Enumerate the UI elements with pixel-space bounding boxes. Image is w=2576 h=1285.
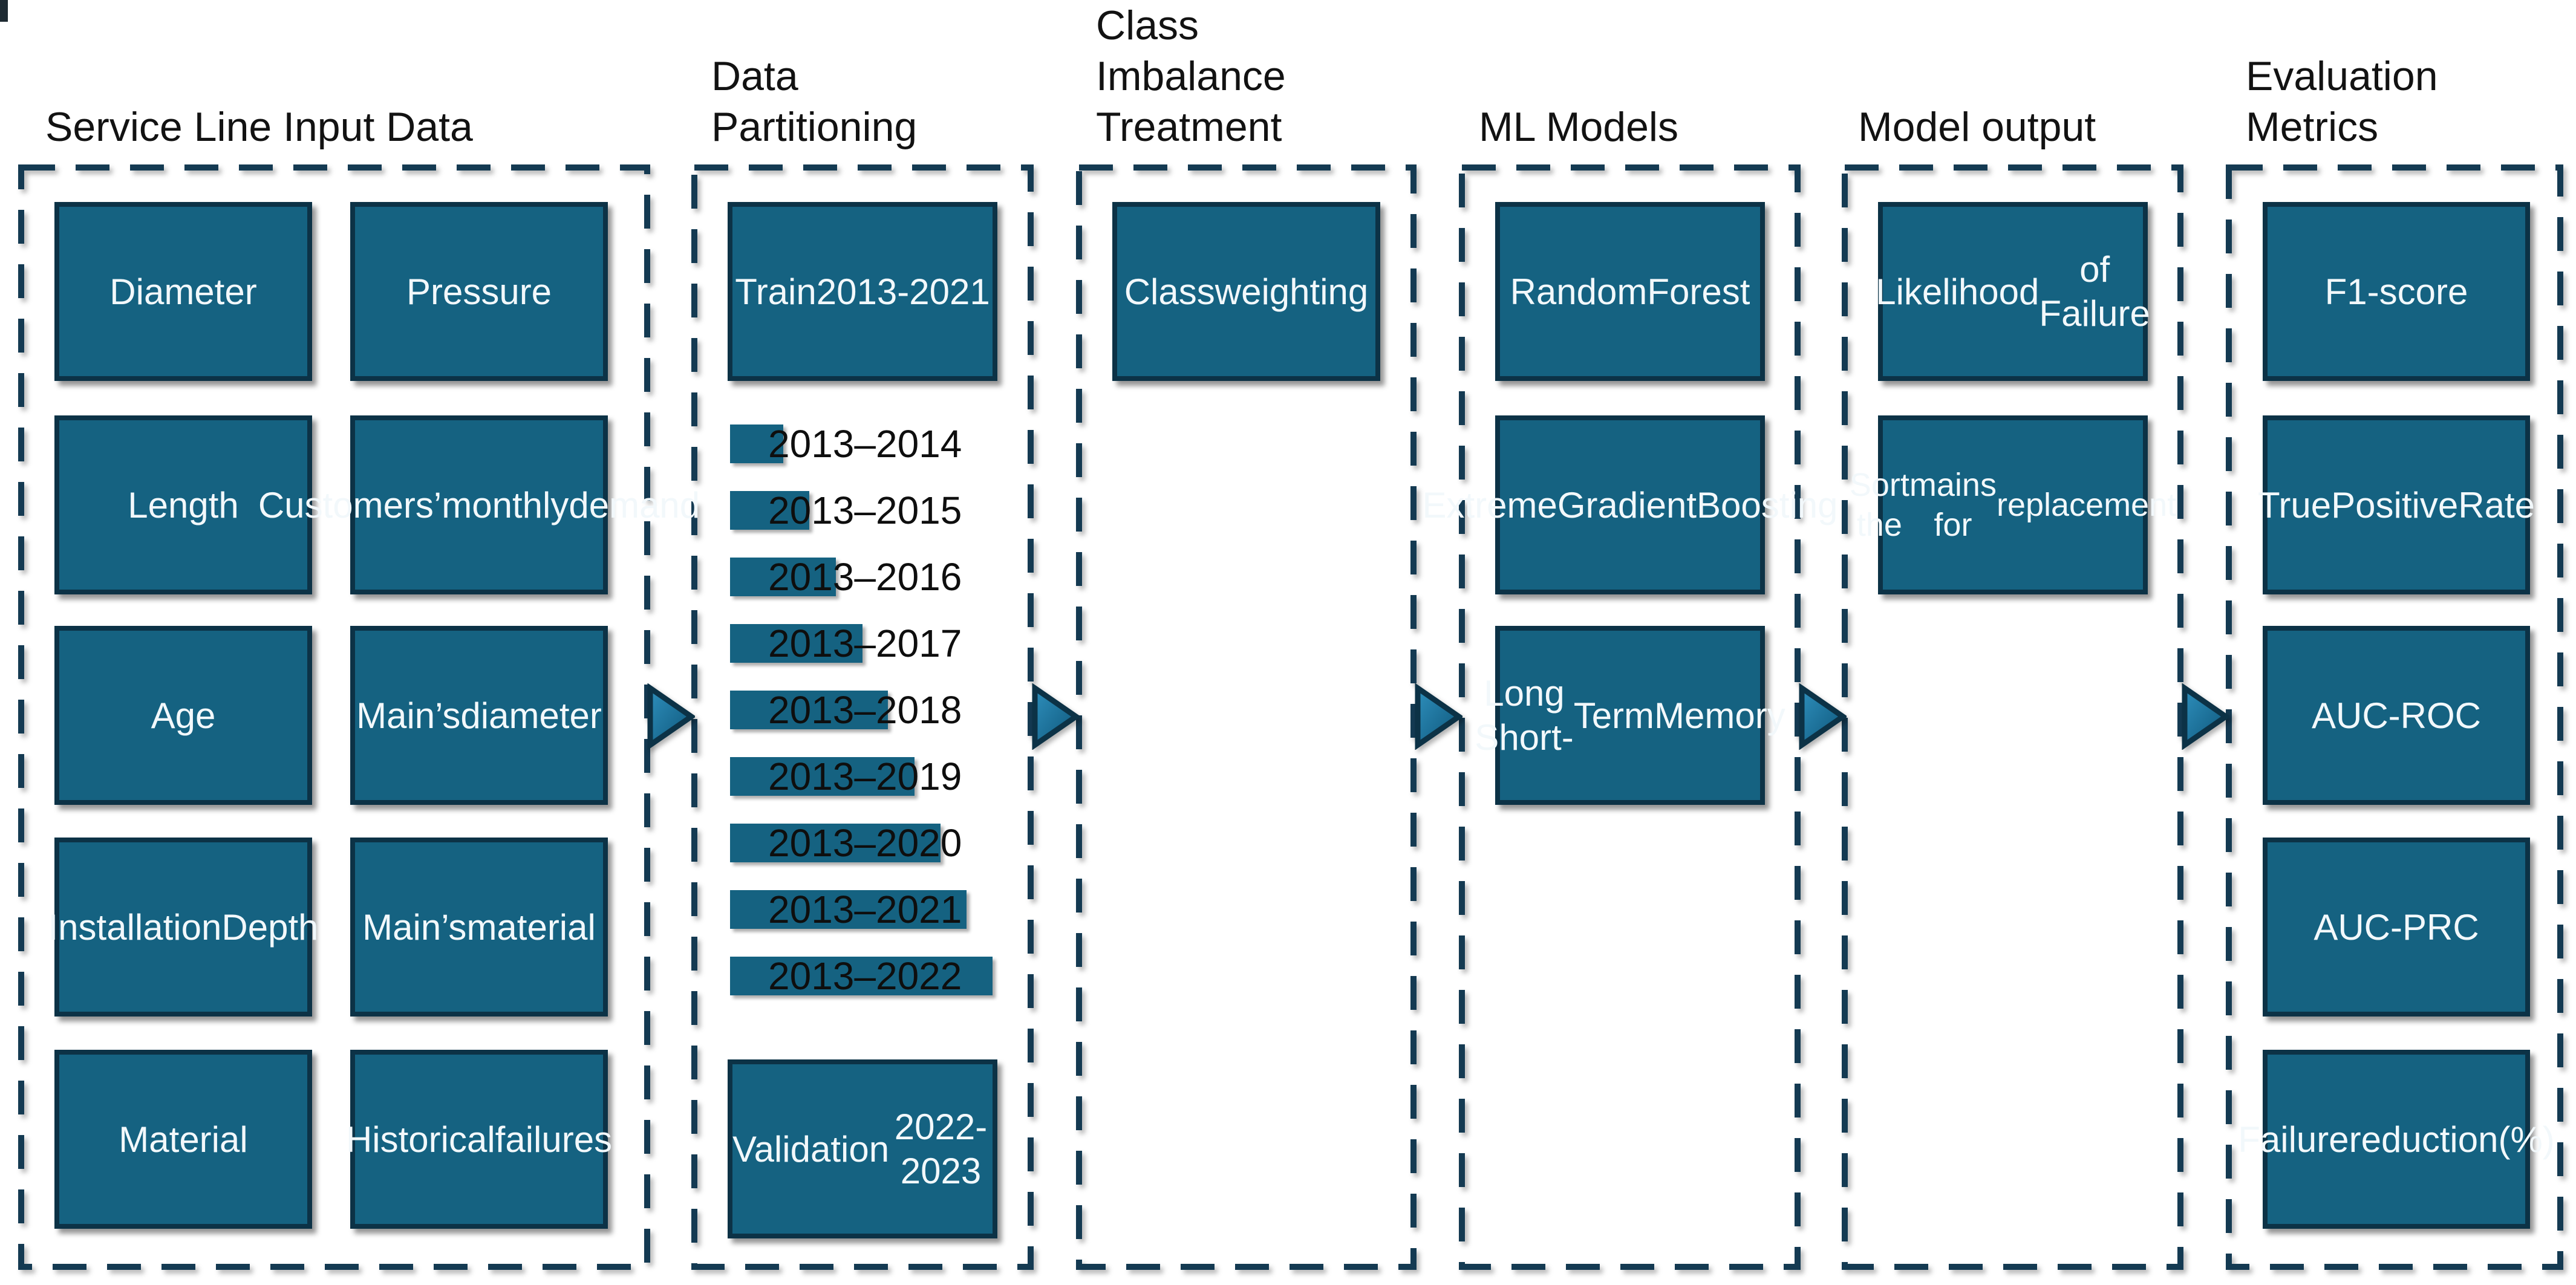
- box-auc-roc: AUC-ROC: [2263, 626, 2530, 805]
- box-material: Material: [54, 1050, 312, 1229]
- year-bar: [730, 624, 862, 663]
- column-header-ml-models: ML Models: [1479, 104, 1679, 150]
- year-range-label: 2013–2015: [768, 489, 962, 532]
- year-bar: [730, 757, 915, 796]
- box-f1-score: F1-score: [2263, 202, 2530, 381]
- year-bar: [730, 491, 809, 530]
- year-range-label: 2013–2018: [768, 688, 962, 732]
- year-bar: [730, 824, 941, 862]
- year-range-label: 2013–2017: [768, 622, 962, 665]
- flow-arrow-icon: [1799, 683, 1847, 750]
- flow-arrow-icon: [2182, 683, 2229, 750]
- year-range-label: 2013–2014: [768, 422, 962, 466]
- year-bar: [730, 425, 783, 463]
- year-range-label: 2013–2020: [768, 821, 962, 865]
- box-pressure: Pressure: [350, 202, 608, 381]
- box-age: Age: [54, 626, 312, 805]
- year-bar: [730, 957, 993, 995]
- flow-arrow-icon: [647, 683, 695, 750]
- flow-arrow-icon: [1415, 683, 1462, 750]
- box-length: Length: [54, 415, 312, 594]
- year-bar: [730, 691, 888, 729]
- box-auc-prc: AUC-PRC: [2263, 838, 2530, 1017]
- year-bar: [730, 890, 967, 929]
- column-outline-model-output: [1842, 164, 2183, 1270]
- column-outline-service-line-input-data: [18, 164, 650, 1270]
- year-range-label: 2013–2022: [768, 954, 962, 998]
- year-range-label: 2013–2016: [768, 555, 962, 599]
- box-diameter: Diameter: [54, 202, 312, 381]
- year-range-label: 2013–2019: [768, 755, 962, 798]
- corner-artifact-mark: [0, 0, 8, 22]
- column-header-model-output: Model output: [1858, 104, 2096, 150]
- column-outline-data-partitioning: [691, 164, 1034, 1270]
- column-header-service-line-input-data: Service Line Input Data: [45, 104, 473, 150]
- column-outline-ml-models: [1459, 164, 1801, 1270]
- year-bar: [730, 558, 836, 596]
- flow-arrow-icon: [1032, 683, 1080, 750]
- year-range-label: 2013–2021: [768, 888, 962, 931]
